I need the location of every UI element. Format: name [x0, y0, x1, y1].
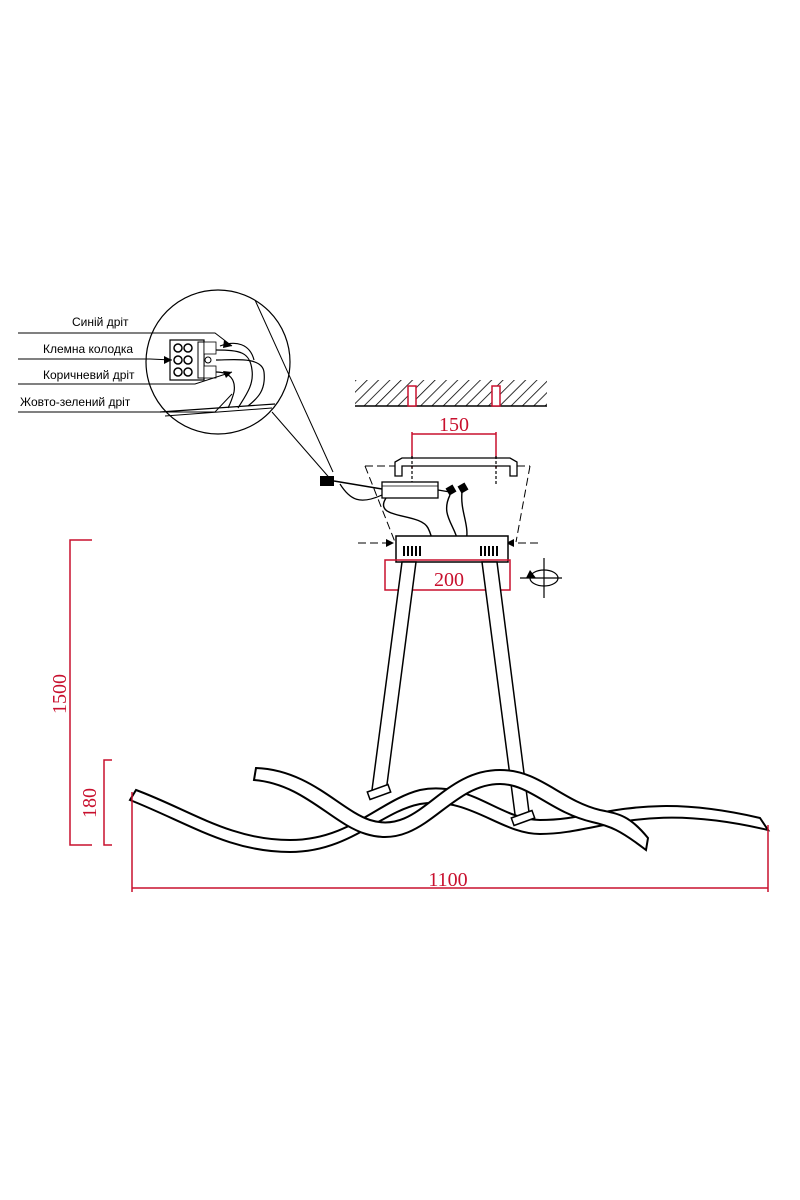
- detail-plate-line-2: [164, 407, 273, 417]
- label-blue-wire: Синій дріт: [72, 315, 129, 329]
- canopy-screw-arrows: [358, 539, 540, 547]
- wall-plug-right: [491, 385, 501, 407]
- terminal-block: [169, 339, 217, 381]
- canopy-vents: [403, 546, 498, 556]
- label-brown-wire: Коричневий дріт: [43, 368, 135, 382]
- projection-lines: [364, 465, 531, 543]
- output-connectors: [437, 482, 469, 496]
- rod-cap-right: [510, 809, 536, 827]
- wall-plug-left: [407, 385, 417, 407]
- driver-cables: [382, 491, 468, 543]
- detail-leader-line-bottom: [271, 411, 334, 483]
- dim-150-label: 150: [439, 414, 469, 436]
- rod-cap-left: [366, 783, 392, 801]
- dim-200-box: [384, 559, 511, 591]
- bracket-bar: [394, 457, 518, 477]
- driver-assembly: [320, 476, 469, 543]
- wiring-detail: Синій дріт Клемна колодка Коричневий дрі…: [18, 289, 334, 483]
- label-ground-wire: Жовто-зелений дріт: [20, 395, 131, 409]
- dim-1100-label: 1100: [428, 869, 467, 891]
- cable-connector: [320, 476, 383, 501]
- dim-180-line: [103, 759, 112, 846]
- dim-1500-label: 1500: [49, 674, 71, 714]
- detail-magnifier-circle: [145, 289, 291, 435]
- label-terminal-block: Клемна колодка: [43, 342, 133, 356]
- ceiling-hatch: [355, 380, 547, 406]
- dim-180-label: 180: [79, 788, 101, 818]
- dimension-lines: [69, 539, 769, 892]
- wave-back: [252, 766, 650, 852]
- canopy: 200: [358, 535, 562, 598]
- ceiling: [355, 380, 547, 407]
- wave-light-bar: [128, 766, 771, 854]
- detail-leader-line-top: [254, 299, 334, 473]
- mounting-bracket: 150: [364, 414, 531, 543]
- dim-1500-line: [69, 539, 92, 846]
- rotate-icon: [520, 558, 562, 598]
- dim-200-label: 200: [434, 569, 464, 591]
- label-arrowheads: [164, 340, 232, 378]
- rod-left: [371, 561, 417, 793]
- detail-plate-line: [159, 403, 276, 413]
- led-driver: [381, 481, 439, 499]
